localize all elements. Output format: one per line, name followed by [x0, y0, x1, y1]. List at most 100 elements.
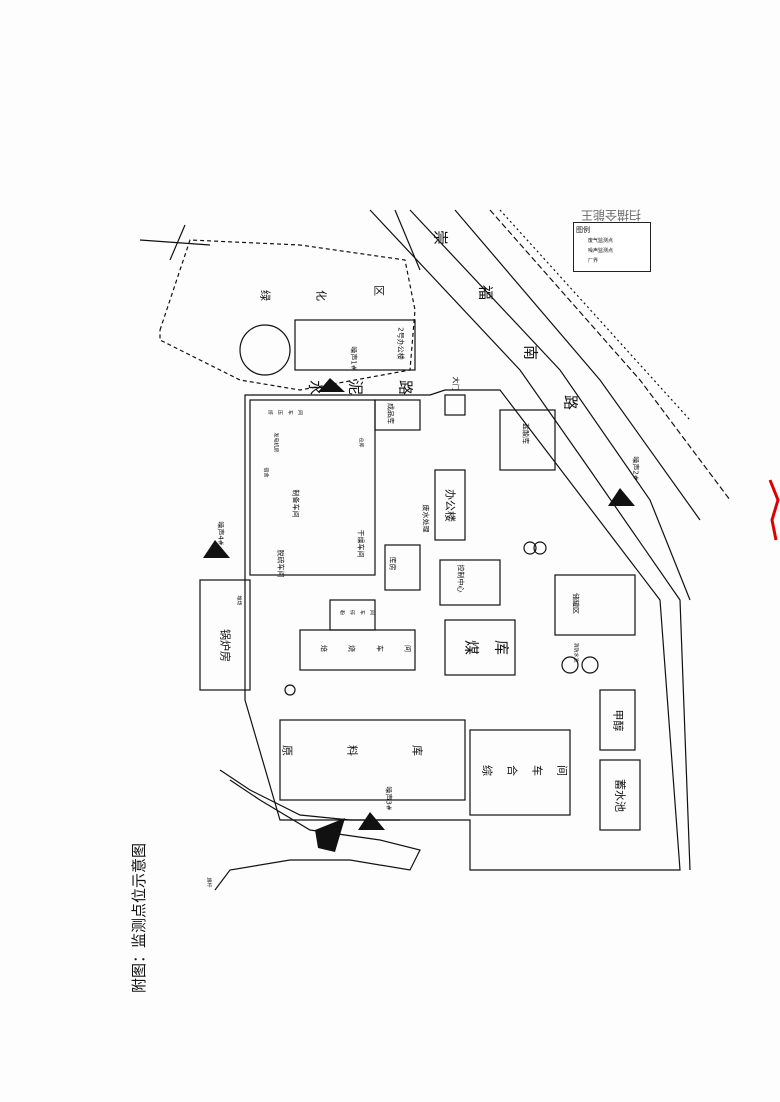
sort-1: 挤 [266, 409, 273, 415]
roast-4: 间 [403, 645, 412, 652]
center-label: 控制中心 [456, 564, 465, 593]
powder-3: 车 [358, 609, 365, 615]
roast-2: 烧 [347, 645, 356, 652]
road-name-1: 崇 [431, 229, 450, 245]
tank-circle-3 [533, 541, 547, 555]
stream-2 [219, 769, 400, 821]
powder-2: 碎 [348, 609, 355, 615]
powder-1: 粉 [338, 609, 345, 615]
green-zone-3: 区 [372, 285, 386, 296]
legend: 图例 废气监测点 噪声监测点 厂界 [573, 222, 651, 272]
tank-circle-1 [239, 324, 291, 376]
raw-3: 库 [410, 745, 424, 756]
office2-label: 2号办公楼 [396, 327, 405, 360]
tank-circle-4 [561, 656, 579, 674]
legend-title: 图例 [576, 226, 590, 234]
yard-label: 堆场 [235, 595, 242, 606]
cement-road-3: 路 [396, 379, 415, 395]
tank-circle-5 [581, 656, 599, 674]
tank-block [554, 574, 636, 636]
point-2-marker [608, 488, 635, 506]
chimney-marker [315, 818, 345, 852]
powder-4: 间 [368, 609, 375, 615]
main-workshop-block [249, 399, 376, 576]
plant-b-label: 脱硫车间 [276, 549, 285, 578]
road-edge-3 [454, 209, 701, 521]
coal-2: 库 [492, 639, 511, 655]
office2-block [294, 319, 416, 371]
point-2-label: 噪声2# [631, 456, 640, 481]
legend-item-3: 厂界 [588, 258, 599, 264]
gate-block [444, 394, 466, 416]
raw-2: 料 [345, 745, 359, 756]
point-4-label: 噪声4# [216, 521, 225, 546]
workshop-2: 合 [505, 765, 519, 776]
point-1-label: 噪声1# [349, 346, 358, 371]
storeroom-label: 仓库 [357, 437, 364, 448]
warehouse-block [384, 544, 421, 591]
methanol-label: 甲醇 [611, 709, 625, 732]
generator-label: 发电机房 [272, 432, 279, 453]
red-mark [768, 479, 780, 541]
finished-block [374, 399, 421, 431]
center-block [439, 559, 501, 606]
road-edge-5 [499, 209, 691, 421]
road-name-3: 南 [521, 344, 540, 360]
plant-boundary [244, 389, 681, 871]
dorm-label: 宿舍 [262, 467, 269, 478]
stream [214, 779, 421, 891]
finished-label: 成品库 [386, 403, 395, 424]
firewater-label: 消防水池 [572, 642, 579, 663]
salt-label: 盐酸库 [521, 423, 530, 444]
methanol-block [599, 689, 636, 751]
raw-block [279, 719, 466, 801]
boiler-label: 锅炉房 [218, 629, 232, 662]
point-4-marker [203, 540, 230, 558]
powder-block [329, 599, 376, 631]
green-zone-1: 绿 [258, 290, 272, 301]
roast-3: 车 [375, 645, 384, 652]
wastewater-label: 废水处理 [421, 504, 430, 533]
tank-circle-6 [284, 684, 296, 696]
boiler-block [199, 579, 251, 691]
road-edge-4 [489, 209, 731, 501]
reservoir-block [599, 759, 641, 831]
tank-label: 储罐区 [571, 593, 580, 614]
salt-block [499, 409, 556, 471]
raw-1: 原 [280, 745, 294, 756]
road-edge-1 [369, 209, 691, 871]
scanner-stamp: 扫描全能王 [543, 205, 679, 225]
cement-road-2: 泥 [346, 379, 365, 395]
point-3-label: 噪声3# [384, 786, 393, 811]
green-zone-2: 化 [314, 290, 328, 301]
point-3-marker [358, 812, 385, 830]
flag-label: 旗杆 [205, 877, 212, 888]
office-block [434, 469, 466, 541]
sort-3: 车 [286, 409, 293, 415]
green-zone-outline [159, 239, 416, 391]
workshop-3: 车 [530, 765, 544, 776]
coal-block [444, 619, 516, 676]
office-label: 办公楼 [443, 489, 457, 522]
plant-a-label: 制备车间 [291, 489, 300, 518]
north-road [394, 209, 421, 271]
drier-label: 干燥车间 [356, 529, 365, 558]
road-name-2: 福 [476, 284, 495, 300]
workshop-block [469, 729, 571, 816]
legend-item-1: 废气监测点 [588, 238, 614, 244]
road-edge-2 [409, 209, 691, 601]
sort-4: 间 [296, 409, 303, 415]
stamp-text: 扫描全能王 [581, 208, 642, 222]
roast-1: 焙 [319, 645, 328, 652]
gate-label: 大门 [451, 376, 460, 391]
tank-circle-2 [523, 541, 537, 555]
sort-2: 压 [276, 409, 283, 415]
coal-1: 煤 [462, 639, 481, 655]
warehouse-label: 库房 [388, 556, 397, 571]
workshop-4: 间 [555, 765, 569, 776]
caption: 附图：监测点位示意图 [130, 843, 148, 994]
cement-road-1: 水 [306, 379, 325, 395]
reservoir-label: 蓄水池 [613, 779, 627, 812]
